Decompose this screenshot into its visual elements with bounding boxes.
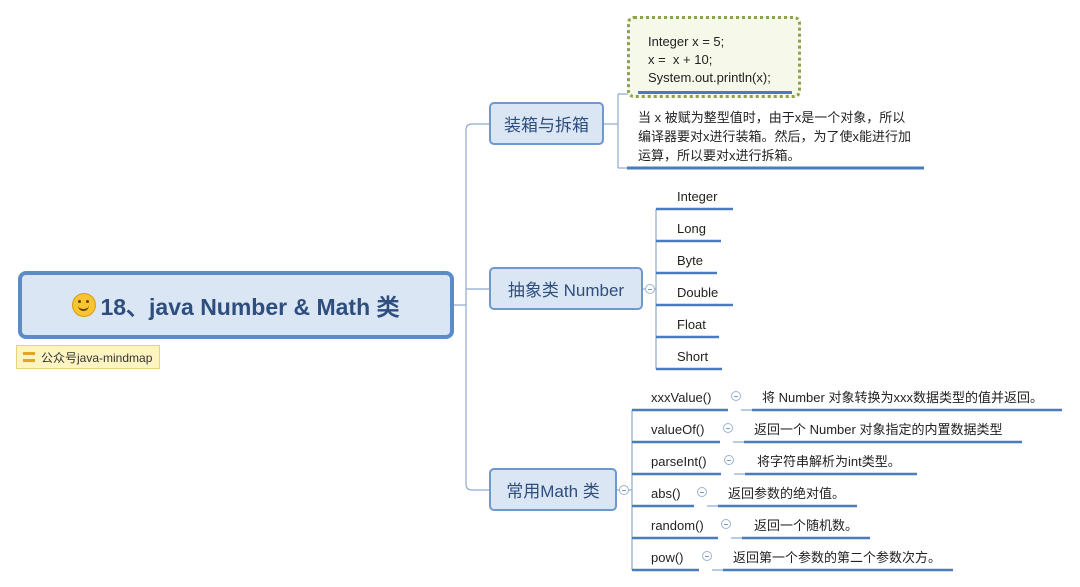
- collapse-icon[interactable]: [723, 423, 733, 433]
- method-name[interactable]: abs(): [651, 486, 681, 501]
- method-name[interactable]: valueOf(): [651, 422, 705, 437]
- number-item-float[interactable]: Float: [677, 317, 706, 332]
- method-name[interactable]: xxxValue(): [651, 390, 712, 405]
- method-desc[interactable]: 返回参数的绝对值。: [728, 486, 846, 501]
- branch-boxing[interactable]: 装箱与拆箱: [489, 102, 604, 145]
- collapse-icon[interactable]: [724, 455, 734, 465]
- collapse-icon[interactable]: [721, 519, 731, 529]
- collapse-icon[interactable]: [619, 485, 629, 495]
- branch-label: 常用Math 类: [506, 482, 600, 501]
- note-line: 运算，所以要对x进行拆箱。: [638, 148, 801, 163]
- collapse-icon[interactable]: [731, 391, 741, 401]
- note-line: 编译器要对x进行装箱。然后，为了使x能进行加: [638, 129, 912, 144]
- smiley-icon: [72, 293, 97, 317]
- branch-label: 抽象类 Number: [507, 281, 625, 300]
- collapse-icon[interactable]: [697, 487, 707, 497]
- method-name[interactable]: parseInt(): [651, 454, 707, 469]
- number-item-long[interactable]: Long: [677, 221, 706, 236]
- number-item-short[interactable]: Short: [677, 349, 709, 364]
- label-icon: [23, 352, 35, 362]
- root-title: 18、java Number & Math 类: [100, 294, 400, 320]
- note-line: 当 x 被赋为整型值时，由于x是一个对象，所以: [638, 110, 906, 125]
- branch-number[interactable]: 抽象类 Number: [489, 267, 643, 310]
- method-desc[interactable]: 返回一个随机数。: [754, 518, 859, 533]
- collapse-icon[interactable]: [645, 284, 655, 294]
- code-line: Integer x = 5;: [648, 34, 725, 49]
- method-desc[interactable]: 将字符串解析为int类型。: [757, 454, 901, 469]
- method-name[interactable]: random(): [651, 518, 704, 533]
- code-line: x = x + 10;: [648, 52, 713, 67]
- code-line: System.out.println(x);: [648, 70, 771, 85]
- code-callout[interactable]: Integer x = 5; x = x + 10; System.out.pr…: [627, 16, 801, 98]
- tag-text: 公众号java-mindmap: [41, 350, 153, 365]
- number-item-byte[interactable]: Byte: [677, 253, 704, 268]
- topic-label-tag[interactable]: 公众号java-mindmap: [16, 345, 160, 369]
- method-desc[interactable]: 将 Number 对象转换为xxx数据类型的值并返回。: [762, 390, 1043, 405]
- boxing-note[interactable]: 当 x 被赋为整型值时，由于x是一个对象，所以 编译器要对x进行装箱。然后，为了…: [638, 108, 928, 165]
- method-desc[interactable]: 返回一个 Number 对象指定的内置数据类型: [754, 422, 1003, 437]
- collapse-icon[interactable]: [702, 551, 712, 561]
- method-desc[interactable]: 返回第一个参数的第二个参数次方。: [733, 550, 942, 565]
- method-name[interactable]: pow(): [651, 550, 684, 565]
- code-block: Integer x = 5; x = x + 10; System.out.pr…: [648, 33, 771, 87]
- branch-label: 装箱与拆箱: [504, 116, 589, 135]
- root-topic[interactable]: 18、java Number & Math 类: [18, 271, 454, 339]
- number-item-integer[interactable]: Integer: [677, 189, 718, 204]
- underline: [638, 91, 792, 94]
- branch-math[interactable]: 常用Math 类: [489, 468, 617, 511]
- number-item-double[interactable]: Double: [677, 285, 719, 300]
